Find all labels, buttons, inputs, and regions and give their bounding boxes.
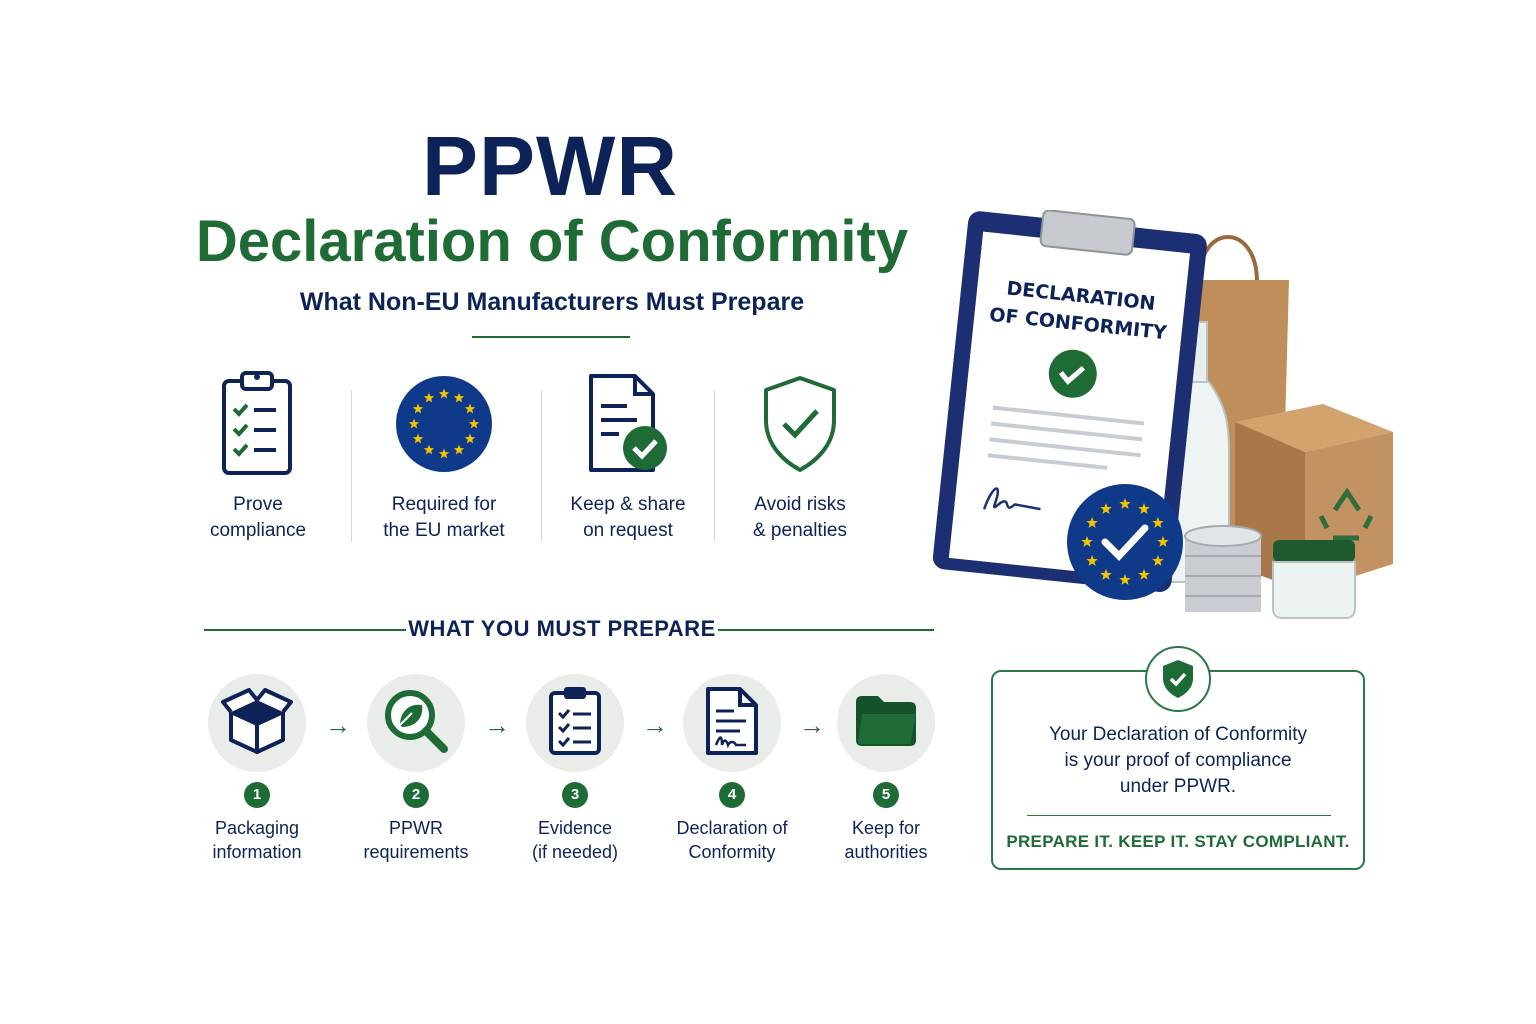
shield-check-icon	[710, 368, 890, 480]
title-divider	[472, 336, 630, 338]
tin-can	[1184, 525, 1262, 612]
benefit-prove-compliance: Prove compliance	[168, 368, 348, 544]
proof-cta: PREPARE IT. KEEP IT. STAY COMPLIANT.	[1006, 832, 1350, 851]
step-number: 5	[873, 782, 899, 808]
page-tagline: What Non-EU Manufacturers Must Prepare	[299, 288, 805, 316]
step-number: 3	[562, 782, 588, 808]
step-number: 1	[244, 782, 270, 808]
document-check-icon	[538, 368, 718, 480]
clipboard-list-icon	[547, 685, 603, 762]
section-rule-right	[718, 629, 934, 631]
step-label: Packaging information	[212, 818, 302, 862]
page-subtitle: Declaration of Conformity	[195, 209, 909, 274]
arrow-right-icon: →	[484, 710, 510, 740]
step-label: Declaration of Conformity	[676, 818, 788, 862]
step-icon-circle	[526, 674, 624, 772]
benefit-avoid-risks: Avoid risks & penalties	[710, 368, 890, 544]
benefit-label: Prove compliance	[209, 494, 307, 541]
step-icon-circle	[367, 674, 465, 772]
illustration: DECLARATION OF CONFORMITY	[932, 210, 1393, 619]
divider	[541, 390, 542, 542]
divider	[351, 390, 352, 542]
recycle-icon	[1318, 487, 1374, 541]
benefit-label: Avoid risks & penalties	[752, 494, 847, 541]
page-title: PPWR	[422, 119, 678, 213]
divider	[714, 390, 715, 542]
step-number: 2	[403, 782, 429, 808]
glass-jar	[1272, 540, 1356, 619]
eu-badge-icon	[1067, 484, 1183, 600]
folder-icon	[854, 694, 918, 753]
benefit-label: Keep & share on request	[570, 494, 686, 541]
step-label: Evidence (if needed)	[531, 818, 619, 862]
benefit-keep-share: Keep & share on request	[538, 368, 718, 544]
step-label: Keep for authorities	[844, 818, 928, 862]
step-icon-circle	[837, 674, 935, 772]
eu-flag-icon	[354, 368, 534, 480]
step-5: 5 Keep for authorities	[801, 674, 971, 864]
step-icon-circle	[683, 674, 781, 772]
check-circle-icon	[1048, 349, 1097, 398]
step-4: 4 Declaration of Conformity	[647, 674, 817, 864]
benefit-eu-market: Required for the EU market	[354, 368, 534, 544]
signature-icon	[982, 487, 1041, 511]
benefit-label: Required for the EU market	[383, 494, 505, 541]
open-box-icon	[221, 687, 293, 759]
section-rule-left	[204, 629, 406, 631]
arrow-right-icon: →	[799, 710, 825, 740]
proof-divider	[1027, 815, 1331, 816]
step-2: 2 PPWR requirements	[331, 674, 501, 864]
section-title: WHAT YOU MUST PREPARE	[408, 616, 716, 641]
step-3: 3 Evidence (if needed)	[490, 674, 660, 864]
step-icon-circle	[208, 674, 306, 772]
clipboard-checklist-icon	[168, 368, 348, 480]
step-1: 1 Packaging information	[172, 674, 342, 864]
magnifier-leaf-icon	[380, 685, 452, 762]
signed-document-icon	[704, 685, 760, 762]
proof-statement: Your Declaration of Conformity is your p…	[1048, 724, 1308, 797]
arrow-right-icon: →	[642, 710, 668, 740]
arrow-right-icon: →	[325, 710, 351, 740]
shield-check-icon	[1145, 646, 1211, 712]
step-label: PPWR requirements	[363, 818, 469, 862]
step-number: 4	[719, 782, 745, 808]
